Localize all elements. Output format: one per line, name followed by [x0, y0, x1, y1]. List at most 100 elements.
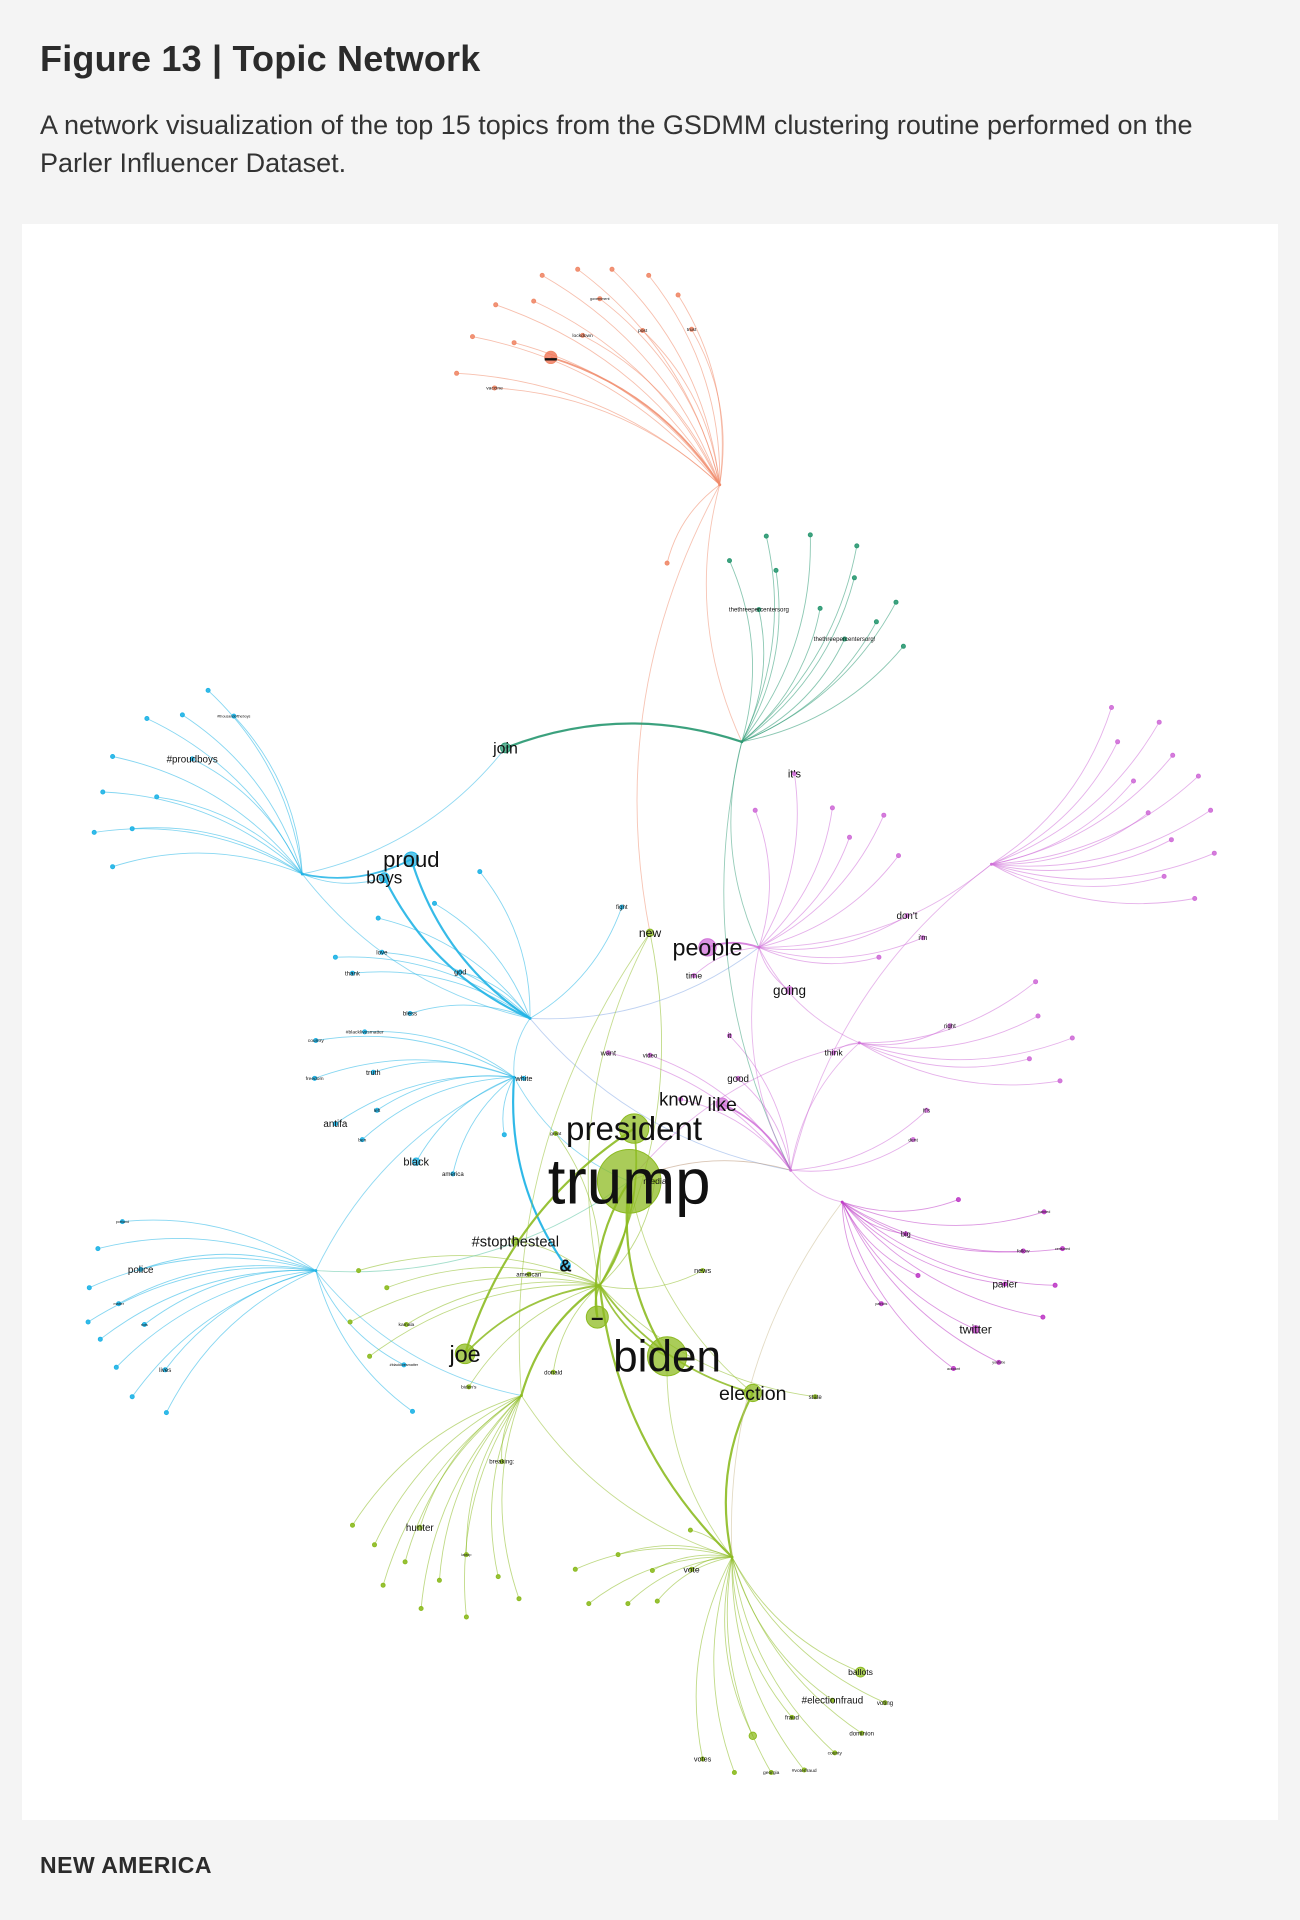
edge-olive3: [731, 1557, 836, 1754]
edge-teal: [729, 560, 753, 742]
node-magenta3-4: [1069, 1035, 1075, 1041]
edge-orange: [456, 372, 721, 486]
edge-cyan3: [314, 1059, 515, 1079]
node-black: [412, 1157, 421, 1166]
node-label: thethreepercentersorg!: [814, 636, 876, 643]
node-label: like: [707, 1094, 737, 1116]
cluster-hub-magenta: [757, 945, 761, 949]
edge-teal: [741, 577, 855, 743]
edge-olive: [599, 1270, 703, 1290]
edge-olive: [406, 1281, 600, 1325]
node-label: &: [559, 1257, 571, 1276]
edge-cyan2: [409, 1004, 531, 1019]
edge-magenta2: [991, 780, 1134, 865]
edge-olive2: [438, 1395, 522, 1581]
edge-teal: [741, 534, 811, 743]
node--: [585, 1305, 609, 1329]
node-magenta3-5: [1026, 1056, 1032, 1062]
node-lives: [162, 1367, 168, 1373]
edge-magenta3: [859, 1025, 951, 1046]
node-label: #blacklivesmatter: [390, 1363, 419, 1367]
edge-bridge: [666, 1356, 733, 1558]
edge-magenta2: [991, 863, 1195, 905]
node-ben: [359, 1137, 365, 1143]
node-orange-11: [531, 298, 537, 304]
node-label: fraud: [785, 1715, 799, 1722]
edge-cyan4: [164, 1270, 316, 1371]
edge-orange: [541, 275, 721, 485]
network-edges: [87, 268, 1215, 1773]
edge-bridge: [598, 1285, 733, 1558]
node-magenta-11: [876, 954, 882, 960]
edge-magenta5: [841, 1201, 1063, 1253]
edge-cyan4: [118, 1265, 316, 1305]
node-magenta2-0: [1109, 705, 1114, 710]
edge-olive: [528, 1271, 601, 1286]
edge-magenta2: [991, 809, 1211, 867]
node-account: [951, 1366, 956, 1371]
node-fight: [619, 904, 625, 910]
node-olive2-4: [402, 1559, 408, 1565]
node-magenta-9: [881, 812, 887, 818]
node-teal-7: [807, 532, 813, 538]
edge-olive3: [731, 1556, 861, 1673]
node-teal-5: [893, 599, 899, 605]
node-cyan3-11: [501, 1132, 507, 1138]
node-label: follow: [1017, 1249, 1030, 1255]
node-post: [640, 328, 646, 333]
node-label: trump: [548, 1147, 711, 1218]
node-olive3-16: [586, 1601, 592, 1607]
node-magenta-7: [829, 805, 835, 811]
node-president: [618, 1113, 650, 1144]
edge-magenta5: [841, 1201, 976, 1330]
node-label: joe: [449, 1341, 481, 1367]
edge-magenta4: [649, 1054, 792, 1171]
edge-bridge: [301, 873, 531, 1019]
edge-bridge: [587, 932, 651, 1286]
node-georgia: [768, 1770, 774, 1775]
edge-magenta: [758, 947, 790, 991]
node-label: breaking:: [489, 1459, 514, 1466]
edge-bridge: [518, 932, 651, 1396]
node-label: time: [686, 971, 702, 981]
node-know: [678, 1096, 684, 1102]
node-teal-6: [854, 543, 860, 549]
node-right: [947, 1023, 953, 1029]
edge-orange: [550, 356, 721, 486]
edge-cyan4: [97, 1238, 316, 1272]
edge-cyan: [207, 690, 303, 875]
edge-cyan: [302, 858, 412, 879]
cluster-hub-olive: [598, 1283, 602, 1287]
node-patriots: [878, 1301, 884, 1307]
edge-olive: [464, 1284, 600, 1355]
edge-cyan3: [361, 1076, 515, 1140]
node-like: [715, 1097, 729, 1111]
edge-cyan4: [100, 1269, 316, 1340]
edge-bridge: [751, 947, 792, 1171]
node-label: it's: [923, 1107, 930, 1114]
node-cyan-8: [100, 789, 106, 795]
node-cyan4-7: [113, 1364, 119, 1370]
node-freedom: [312, 1075, 318, 1081]
edge-cyan2: [352, 971, 531, 1019]
node-cyan-11: [129, 826, 135, 832]
edge-olive3: [575, 1547, 733, 1570]
cluster-hub-olive3: [730, 1555, 734, 1559]
node-cyan4-3: [86, 1285, 92, 1291]
edge-cyan4: [140, 1253, 316, 1272]
node-magenta5-12: [915, 1273, 921, 1278]
node-label: white: [514, 1074, 532, 1083]
edge-olive3: [731, 1556, 886, 1704]
node-olive-17: [347, 1319, 353, 1325]
node-label: ballots: [848, 1667, 873, 1677]
node-label: georgia: [763, 1770, 780, 1776]
node-cyan-6: [144, 716, 150, 721]
edge-teal: [741, 646, 904, 743]
edge-olive2: [352, 1395, 522, 1526]
node-label: county: [828, 1751, 843, 1757]
node-teal-8: [763, 533, 769, 539]
edge-cyan3: [335, 1075, 515, 1125]
edge-olive: [386, 1266, 600, 1289]
edge-cyan4: [115, 1270, 316, 1368]
node-voting: [882, 1700, 888, 1706]
